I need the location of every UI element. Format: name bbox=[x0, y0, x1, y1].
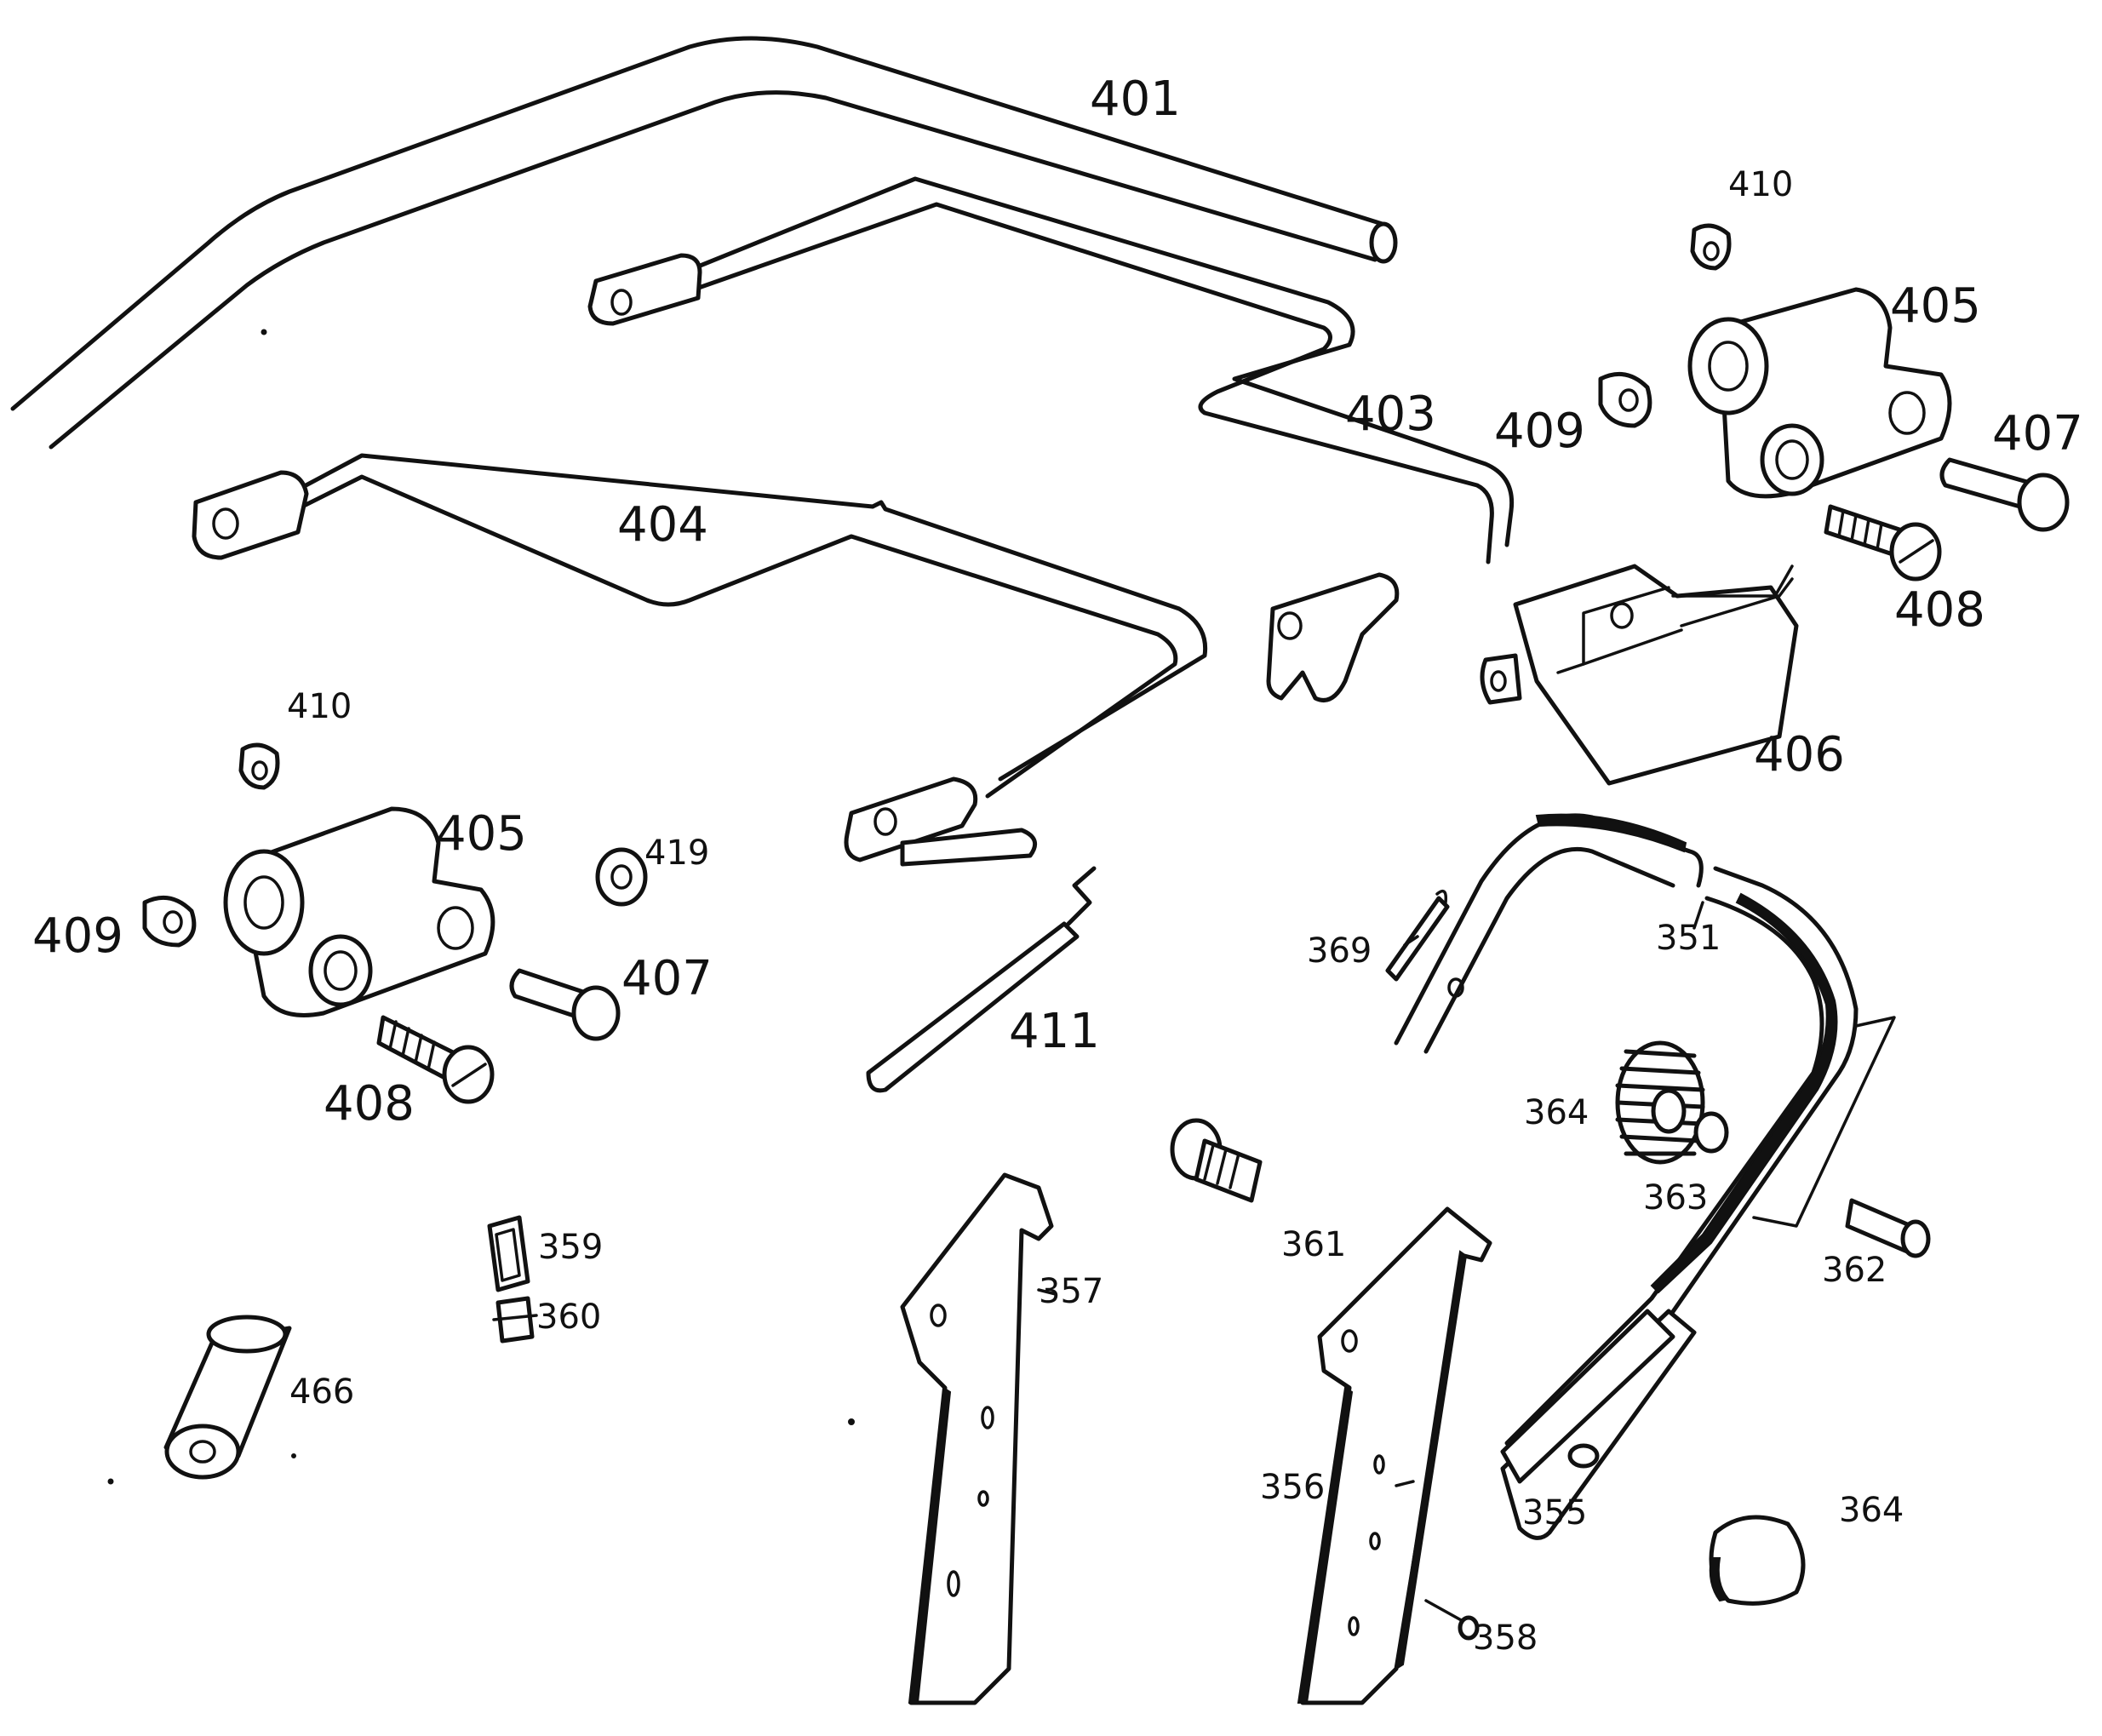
part-364-knob bbox=[1709, 1515, 1806, 1606]
label-410-right: 410 bbox=[1728, 165, 1793, 204]
label-410-left: 410 bbox=[287, 687, 352, 726]
label-408-left: 408 bbox=[324, 1076, 415, 1132]
label-369: 369 bbox=[1307, 931, 1372, 971]
part-405-hinge-right bbox=[1687, 287, 1952, 499]
label-405-right: 405 bbox=[1890, 278, 1981, 334]
part-408-screw-right bbox=[1824, 504, 1942, 582]
label-404: 404 bbox=[617, 497, 708, 553]
part-409-nut-right bbox=[1598, 371, 1652, 428]
label-361: 361 bbox=[1281, 1225, 1346, 1264]
leader-lines bbox=[1037, 901, 1704, 1487]
label-401: 401 bbox=[1090, 72, 1181, 127]
label-357: 357 bbox=[1039, 1272, 1103, 1311]
part-409-nut-left bbox=[142, 895, 197, 948]
label-364-knob: 364 bbox=[1839, 1491, 1904, 1530]
part-403-linkage-rod bbox=[587, 176, 1515, 702]
label-355: 355 bbox=[1522, 1493, 1587, 1533]
label-409-right: 409 bbox=[1494, 404, 1585, 459]
label-351: 351 bbox=[1656, 919, 1721, 958]
label-359: 359 bbox=[538, 1228, 603, 1267]
part-351-handle bbox=[1394, 813, 1896, 1540]
part-356-side-plate bbox=[1297, 1206, 1492, 1705]
part-358-screw bbox=[1424, 1599, 1480, 1641]
label-408-right: 408 bbox=[1894, 582, 1985, 638]
label-407-right: 407 bbox=[1992, 406, 2083, 461]
part-404-linkage-rod bbox=[192, 453, 1208, 867]
part-410-clip-right bbox=[1690, 223, 1732, 271]
part-466-sleeve bbox=[163, 1315, 292, 1480]
part-407-pin-left bbox=[509, 968, 621, 1041]
part-407-pin-right bbox=[1939, 457, 2070, 532]
label-407-left: 407 bbox=[621, 951, 713, 1006]
label-362: 362 bbox=[1822, 1251, 1887, 1290]
part-369-clip bbox=[1385, 889, 1450, 982]
part-363-washer bbox=[1693, 1111, 1729, 1154]
part-419-washer bbox=[595, 847, 648, 907]
part-labels: 401 403 404 405 405 406 407 407 408 408 … bbox=[32, 72, 2083, 1658]
label-419: 419 bbox=[644, 834, 709, 873]
part-362-bolt bbox=[1845, 1198, 1931, 1258]
part-361-bolt bbox=[1170, 1118, 1263, 1203]
stray-dots bbox=[107, 329, 855, 1485]
part-405-hinge-left bbox=[223, 806, 495, 1017]
part-408-screw-left bbox=[376, 1015, 495, 1104]
label-364-gear: 364 bbox=[1524, 1093, 1589, 1132]
label-358: 358 bbox=[1473, 1619, 1538, 1658]
label-360: 360 bbox=[536, 1298, 601, 1337]
part-357-side-plate bbox=[900, 1172, 1054, 1705]
label-363: 363 bbox=[1643, 1178, 1708, 1217]
part-359-ring bbox=[487, 1215, 530, 1292]
label-403: 403 bbox=[1345, 387, 1436, 442]
part-360-clip bbox=[492, 1296, 538, 1344]
part-401-handle-bar bbox=[10, 36, 1398, 450]
part-406-bracket bbox=[1480, 564, 1799, 786]
label-411: 411 bbox=[1009, 1004, 1100, 1059]
part-364-gear bbox=[1615, 1040, 1705, 1165]
label-356: 356 bbox=[1260, 1468, 1325, 1507]
label-406: 406 bbox=[1754, 727, 1845, 782]
label-466: 466 bbox=[289, 1372, 354, 1412]
part-411-rod bbox=[866, 866, 1097, 1093]
label-405-left: 405 bbox=[436, 806, 527, 862]
part-410-clip-left bbox=[238, 742, 280, 790]
label-409-left: 409 bbox=[32, 908, 123, 964]
part-355-washer bbox=[1567, 1443, 1600, 1469]
